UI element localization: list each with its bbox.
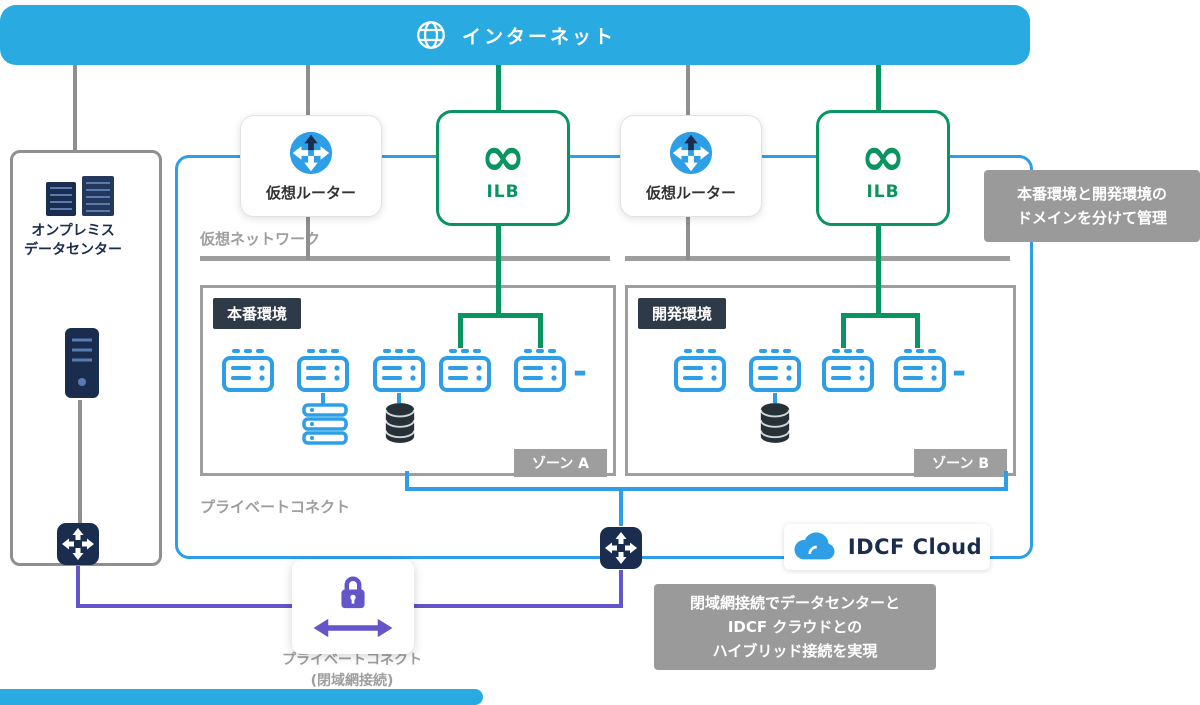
server-icon (371, 349, 427, 395)
ilb1-branch-left (458, 313, 463, 348)
ilb2-branch-right (915, 313, 920, 348)
server-icon (295, 349, 351, 395)
ilb1-branch (458, 313, 543, 318)
datacenter-label-line1: オンプレミス (31, 223, 115, 239)
connector-server-db (397, 393, 401, 403)
private-connect-caption: プライベートコネクト (閉域網接続) (230, 650, 474, 692)
private-connect-line-right (619, 570, 623, 608)
hybrid-note: 閉域網接続でデータセンターと IDCF クラウドとの ハイブリッド接続を実現 (654, 584, 936, 670)
network-segment-b (625, 256, 1010, 261)
hybrid-note-line3: ハイブリッド接続を実現 (712, 642, 878, 660)
connector-internet-router1 (306, 65, 310, 115)
bidirectional-arrow-icon (310, 617, 396, 639)
ilb2-branch (841, 313, 920, 318)
private-connect-caption-line1: プライベートコネクト (282, 652, 422, 668)
more-servers-marker: - (573, 352, 588, 392)
hybrid-note-line1: 閉域網接続でデータセンターと (689, 594, 900, 612)
zone-a-box: 本番環境 - ゾーン A (200, 285, 616, 477)
virtual-router-1-label: 仮想ルーター (265, 183, 356, 202)
zone-a-chip: ゾーン A (513, 449, 607, 477)
server-icon (820, 349, 876, 395)
datacenter-gateway-router-icon (56, 522, 100, 566)
virtual-router-2-label: 仮想ルーター (645, 183, 736, 202)
ilb-2-label: ILB (866, 182, 900, 203)
private-connect-line-left (76, 566, 80, 608)
virtual-router-icon (668, 130, 714, 176)
ilb1-branch-right (538, 313, 543, 348)
cloud-gateway-router-icon (599, 526, 643, 570)
ilb-1: ∞ ILB (436, 110, 570, 226)
connector-internet-datacenter (73, 65, 77, 152)
idcf-cloud-logo: IDCF Cloud (784, 524, 990, 570)
ilb-1-label: ILB (486, 182, 520, 203)
database-icon (758, 401, 792, 445)
connector-rack-gateway (78, 400, 82, 524)
domain-note-line1: 本番環境と開発環境の (1016, 185, 1167, 203)
lock-icon (337, 575, 369, 611)
more-servers-marker: - (952, 352, 967, 392)
internet-label: インターネット (461, 25, 616, 48)
connector-ilb1-zone (496, 220, 501, 317)
zone-b-chip: ゾーン B (914, 449, 1007, 477)
ilb-2: ∞ ILB (816, 110, 950, 226)
connector-router1-network (306, 215, 310, 260)
server-icon (512, 349, 568, 395)
bottom-banner-partial (0, 689, 483, 705)
zone-b-box: 開発環境 - ゾーン B (625, 285, 1016, 477)
storage-stack-icon (301, 403, 349, 445)
network-segment-a (200, 256, 610, 261)
connector-zoneb-bus (1004, 471, 1008, 487)
idcf-cloud-logo-text: IDCF Cloud (847, 535, 983, 559)
development-env-chip: 開発環境 (638, 298, 727, 329)
ilb2-branch-left (841, 313, 846, 348)
private-connect-caption-line2: (閉域網接続) (310, 673, 394, 689)
private-network-label: プライベートコネクト (200, 498, 351, 516)
server-icon (747, 349, 803, 395)
domain-note-line2: ドメインを分けて管理 (1016, 209, 1167, 227)
cloud-icon (792, 532, 838, 562)
production-env-chip: 本番環境 (213, 298, 302, 329)
server-icon (220, 349, 276, 395)
virtual-router-icon (288, 130, 334, 176)
server-rack-icon (62, 326, 102, 400)
server-icon (437, 349, 493, 395)
virtual-router-2: 仮想ルーター (620, 115, 762, 217)
globe-icon (414, 18, 448, 52)
connector-router2-network (686, 215, 690, 260)
private-network-bus (405, 487, 1008, 491)
domain-note: 本番環境と開発環境の ドメインを分けて管理 (984, 170, 1200, 242)
infinity-icon: ∞ (860, 124, 906, 188)
datacenter-label-line2: データセンター (24, 241, 122, 258)
virtual-network-label: 仮想ネットワーク (200, 230, 321, 248)
connector-server-storage (321, 393, 325, 405)
server-icon (892, 349, 948, 395)
connector-zonea-bus (405, 471, 409, 487)
secure-connection-badge (292, 560, 414, 654)
connector-internet-ilb1 (496, 65, 501, 110)
infinity-icon: ∞ (480, 124, 526, 188)
connector-internet-router2 (686, 65, 690, 115)
database-icon (383, 401, 417, 445)
server-icon (672, 349, 728, 395)
datacenter-buildings-icon (44, 176, 116, 216)
virtual-router-1: 仮想ルーター (240, 115, 382, 217)
connector-internet-ilb2 (876, 65, 881, 110)
hybrid-note-line2: IDCF クラウドとの (727, 618, 863, 636)
datacenter-label: オンプレミス データセンター (12, 222, 134, 260)
connector-ilb2-zone (876, 220, 881, 317)
connector-server-db (773, 393, 777, 403)
internet-banner: インターネット (0, 5, 1030, 65)
connector-bus-gateway (619, 491, 623, 526)
